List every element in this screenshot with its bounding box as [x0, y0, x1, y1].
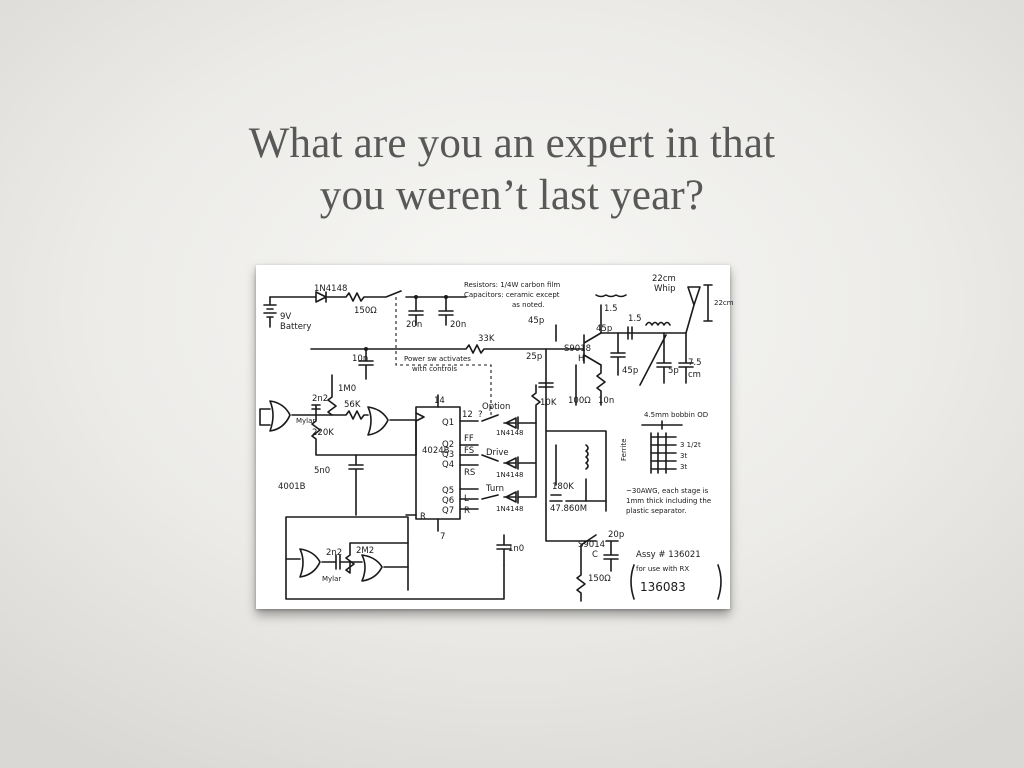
label-res-150-b: 150Ω — [588, 574, 611, 584]
label-turn: Turn — [485, 484, 504, 494]
title-line-2: you weren’t last year? — [319, 172, 705, 219]
label-res-150: 150Ω — [354, 306, 377, 316]
label-battery: Battery — [280, 322, 311, 332]
label-cap-10n-top: 10n — [352, 354, 368, 364]
label-res-2m2: 2M2 — [356, 546, 374, 556]
label-pin-14: 14 — [434, 396, 445, 406]
label-q1: Q1 — [442, 418, 454, 428]
label-diode-3: 1N4148 — [496, 505, 524, 513]
slide-title: What are you an expert in that you weren… — [0, 118, 1024, 222]
label-res-10k: 10K — [540, 398, 557, 408]
label-cap-20p: 20p — [608, 530, 624, 540]
label-transistor-s9014-pin: C — [592, 550, 598, 560]
label-awg-note-2: 1mm thick including the — [626, 497, 711, 505]
schematic-photo: 9V Battery 1N4148 150Ω 20n 20n Resistors… — [256, 265, 734, 609]
label-cap-2n2-a: 2n2 — [312, 394, 328, 404]
label-res-1m0: 1M0 — [338, 384, 356, 394]
schematic-labels: 9V Battery 1N4148 150Ω 20n 20n Resistors… — [278, 274, 734, 600]
schematic-wires — [259, 284, 713, 602]
label-pin-12: 12 — [462, 410, 473, 420]
label-chip-4024: 4024B — [422, 446, 450, 456]
label-turns-a: 3 1/2t — [680, 441, 701, 449]
label-diode-top: 1N4148 — [314, 284, 347, 294]
label-transistor-s9018: S9018 — [564, 344, 591, 354]
label-mylar-b: Mylar — [322, 575, 341, 583]
label-res-180k: 180K — [552, 482, 574, 492]
label-res-33k: 33K — [478, 334, 495, 344]
label-diode-1: 1N4148 — [496, 429, 524, 437]
label-q3: Q3 — [442, 450, 454, 460]
label-cap-45p-a: 45p — [528, 316, 544, 326]
label-crystal: 47.860M — [550, 504, 587, 514]
label-option: Option — [482, 402, 510, 412]
label-resistors-note: Resistors: 1/4W carbon film — [464, 281, 560, 289]
label-question: ? — [478, 410, 483, 420]
label-antenna: 22cm — [652, 274, 676, 284]
label-cap-1n0: 1n0 — [508, 544, 524, 554]
label-q7: Q7 — [442, 506, 454, 516]
title-line-1: What are you an expert in that — [248, 120, 776, 167]
label-mylar-a: Mylar — [296, 417, 315, 425]
label-power-note: Power sw activates — [404, 355, 471, 363]
label-diode-2: 1N4148 — [496, 471, 524, 479]
label-pin-r: R — [420, 512, 426, 522]
label-assy-rx: 136083 — [640, 580, 686, 594]
label-cap-45p-b: 45p — [596, 324, 612, 334]
label-l: L — [464, 494, 469, 504]
label-assy-note: for use with RX — [636, 565, 689, 573]
label-capacitors-note-2: as noted. — [512, 301, 545, 309]
label-cap-20n-b: 20n — [450, 320, 466, 330]
label-r: R — [464, 506, 470, 516]
label-ferrite: Ferrite — [620, 438, 628, 461]
label-battery-voltage: 9V — [280, 312, 291, 322]
label-q6: Q6 — [442, 496, 454, 506]
label-cap-10n-b: 10n — [598, 396, 614, 406]
label-turns-c: 3t — [680, 463, 687, 471]
label-coil-length-unit: cm — [688, 370, 701, 380]
label-antenna-2: Whip — [654, 284, 676, 294]
label-transistor-s9018-pin: H — [578, 354, 584, 364]
label-cap-20n-a: 20n — [406, 320, 422, 330]
label-res-56k: 56K — [344, 400, 361, 410]
label-pin-7: 7 — [440, 532, 445, 542]
label-cap-2n2-b: 2n2 — [326, 548, 342, 558]
label-res-220k: 220K — [312, 428, 334, 438]
label-q2: Q2 — [442, 440, 454, 450]
label-rs: RS — [464, 468, 475, 478]
label-transistor-s9014: S9014 — [578, 540, 605, 550]
label-awg-note-3: plastic separator. — [626, 507, 686, 515]
label-coil-length: 7.5 — [688, 358, 702, 368]
label-bobbin-note: 4.5mm bobbin OD — [644, 411, 708, 419]
label-power-note-2: with controls — [412, 365, 457, 373]
label-inductor-b: 1.5 — [628, 314, 642, 324]
label-chip-4001: 4001B — [278, 482, 306, 492]
label-q4: Q4 — [442, 460, 454, 470]
circuit-schematic: 9V Battery 1N4148 150Ω 20n 20n Resistors… — [259, 274, 734, 602]
label-cap-5p: 5p — [668, 366, 679, 376]
label-cap-25p: 25p — [526, 352, 542, 362]
label-awg-note: ~30AWG, each stage is — [626, 487, 709, 495]
label-ff: FF — [464, 434, 474, 444]
label-res-100: 100Ω — [568, 396, 591, 406]
label-capacitors-note: Capacitors: ceramic except — [464, 291, 560, 299]
label-cap-5n0: 5n0 — [314, 466, 330, 476]
label-inductor-a: 1.5 — [604, 304, 618, 314]
label-q5: Q5 — [442, 486, 454, 496]
label-assy: Assy # 136021 — [636, 550, 701, 560]
label-fs: FS — [464, 446, 474, 456]
label-turns-b: 3t — [680, 452, 687, 460]
label-drive: Drive — [486, 448, 509, 458]
label-antenna-length: 22cm — [714, 299, 734, 307]
label-cap-45p-c: 45p — [622, 366, 638, 376]
